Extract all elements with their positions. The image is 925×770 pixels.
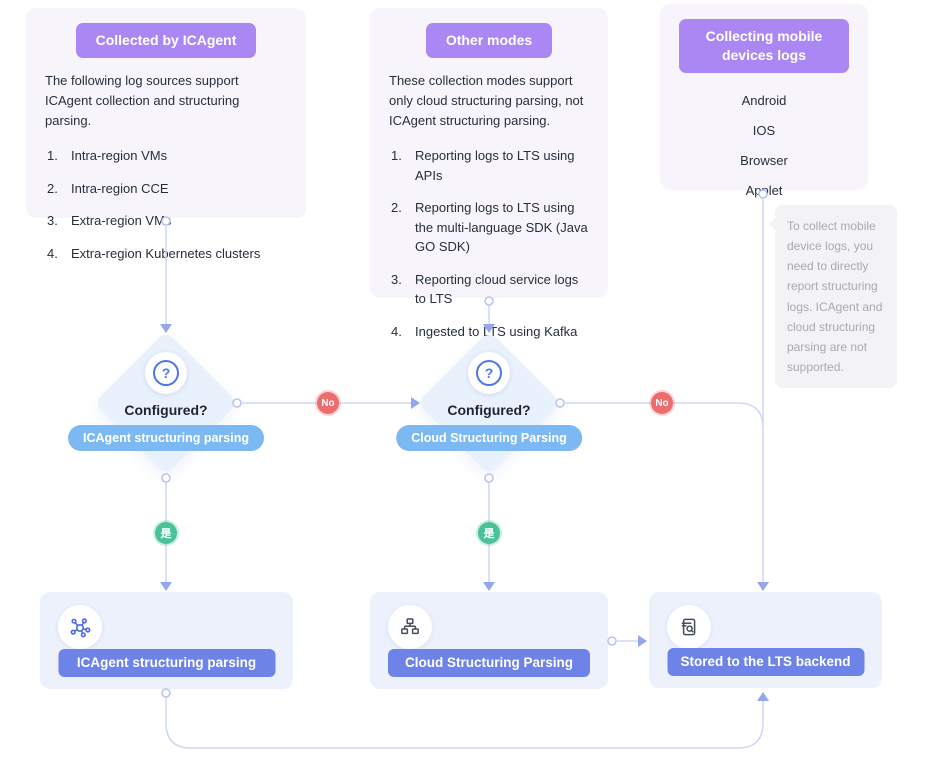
list-item: Extra-region Kubernetes clusters [47,244,261,263]
question-mark-icon: ? [476,360,502,386]
collected-by-icagent-button[interactable]: Collected by ICAgent [75,23,257,58]
mobile-device-list: Android IOS Browser Applet [660,93,868,198]
collecting-mobile-devices-button[interactable]: Collecting mobile devices logs [679,19,849,73]
yes-badge: 是 [478,522,500,544]
pill-cloud-structuring-parsing[interactable]: Cloud Structuring Parsing [396,425,582,451]
pill-icagent-structuring-parsing[interactable]: ICAgent structuring parsing [68,425,264,451]
panel-other-modes-description: These collection modes support only clou… [389,72,584,129]
panel-other-modes: Other modes These collection modes suppo… [370,8,608,341]
question-circle: ? [468,352,510,394]
list-item: Extra-region VMs [47,211,172,230]
list-item: Intra-region VMs [47,146,168,165]
question-circle: ? [145,352,187,394]
result-box-lts-backend: Stored to the LTS backend [649,592,882,688]
cloud-structuring-parsing-button[interactable]: Cloud Structuring Parsing [388,649,590,677]
decision-label-cloud: Configured? [447,402,531,418]
mobile-note-text: To collect mobile device logs, you need … [787,219,883,375]
org-chart-icon [388,605,432,649]
panel-collected-description: The following log sources support ICAgen… [45,72,240,129]
other-modes-list: Reporting logs to LTS using APIs Reporti… [370,146,608,341]
list-item: Applet [745,182,783,198]
stored-to-lts-backend-button[interactable]: Stored to the LTS backend [667,648,864,676]
result-box-icagent: ICAgent structuring parsing [40,592,293,689]
list-item: Android [741,92,787,108]
icagent-source-list: Intra-region VMs Intra-region CCE Extra-… [26,146,306,263]
list-item: Intra-region CCE [47,179,169,198]
list-item: Reporting cloud service logs to LTS [391,270,579,307]
list-item: Browser [740,152,788,168]
panel-mobile-devices: Collecting mobile devices logs Android I… [660,4,868,198]
no-badge: No [651,392,673,414]
result-box-cloud: Cloud Structuring Parsing [370,592,608,689]
mobile-note-bubble: To collect mobile device logs, you need … [775,205,897,389]
other-modes-button[interactable]: Other modes [425,23,553,58]
molecule-icon [58,605,102,649]
panel-collected-by-icagent: Collected by ICAgent The following log s… [26,8,306,263]
doc-search-icon [667,605,711,649]
list-item: IOS [752,122,776,138]
list-item: Reporting logs to LTS using the multi-la… [391,198,588,255]
list-item: Reporting logs to LTS using APIs [391,146,575,183]
list-item: Ingested to LTS using Kafka [391,322,578,341]
decision-label-icagent: Configured? [124,402,208,418]
no-badge: No [317,392,339,414]
yes-badge: 是 [155,522,177,544]
icagent-structuring-parsing-button[interactable]: ICAgent structuring parsing [58,649,275,677]
question-mark-icon: ? [153,360,179,386]
